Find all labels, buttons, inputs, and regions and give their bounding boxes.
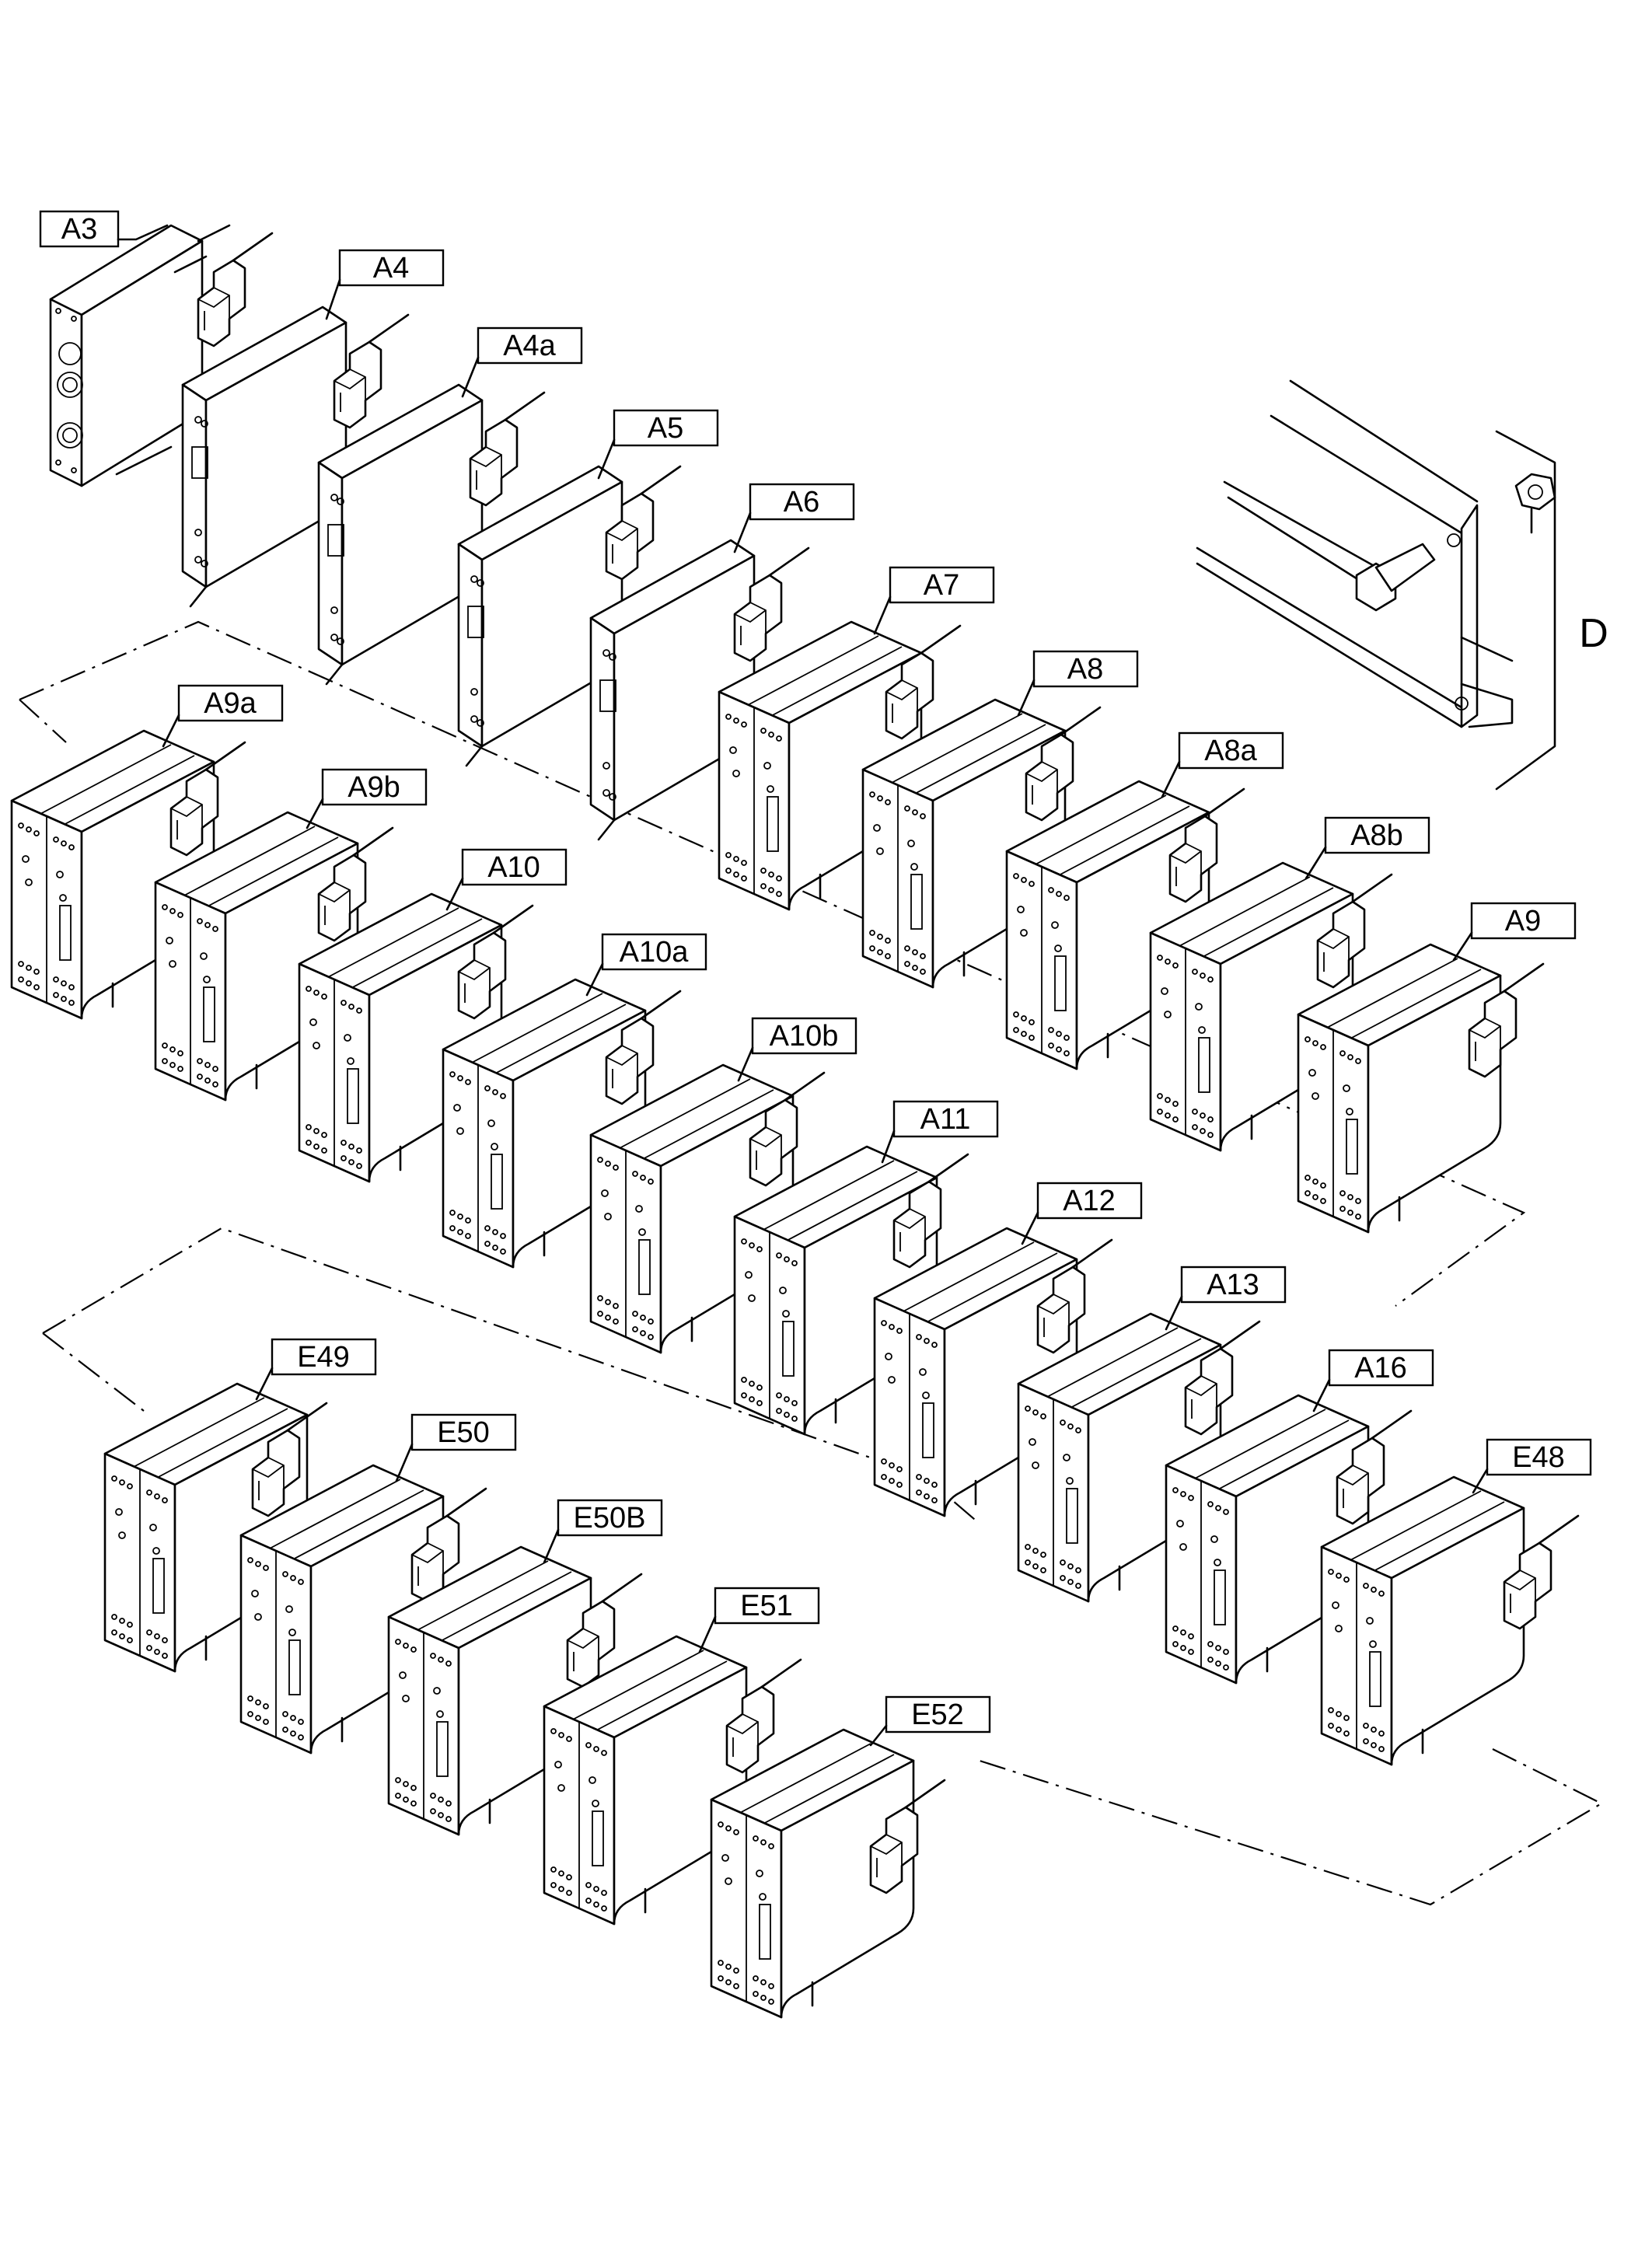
svg-text:E50: E50 bbox=[437, 1416, 490, 1449]
group-outline-a bbox=[19, 620, 1526, 1307]
svg-text:A10b: A10b bbox=[770, 1020, 839, 1053]
callout-e51: E51 bbox=[698, 1587, 820, 1653]
svg-text:A10: A10 bbox=[487, 851, 540, 884]
end-clamp-icon bbox=[197, 232, 274, 347]
svg-text:A3: A3 bbox=[61, 213, 97, 246]
svg-text:A10a: A10a bbox=[620, 936, 690, 969]
callout-a10: A10 bbox=[445, 848, 568, 911]
svg-text:A9b: A9b bbox=[348, 771, 400, 804]
callout-a9a: A9a bbox=[162, 684, 284, 748]
detail-bracket bbox=[1495, 430, 1556, 791]
hex-nut-icon bbox=[1514, 473, 1556, 534]
svg-text:A8a: A8a bbox=[1204, 735, 1257, 767]
callout-a4: A4 bbox=[325, 249, 445, 320]
rail-bracket-icon bbox=[1196, 379, 1514, 728]
callout-a10b: A10b bbox=[737, 1017, 857, 1082]
svg-text:E52: E52 bbox=[911, 1699, 964, 1731]
svg-text:A8: A8 bbox=[1067, 653, 1103, 686]
callout-e50: E50 bbox=[395, 1413, 517, 1482]
callout-a7: A7 bbox=[873, 566, 995, 635]
callout-a8: A8 bbox=[1017, 650, 1139, 717]
svg-text:A9a: A9a bbox=[204, 687, 257, 720]
svg-text:E51: E51 bbox=[740, 1590, 793, 1622]
svg-text:A12: A12 bbox=[1063, 1185, 1116, 1217]
callout-a3: A3 bbox=[39, 210, 169, 248]
svg-text:E48: E48 bbox=[1512, 1441, 1565, 1474]
callout-a5: A5 bbox=[597, 409, 719, 480]
callout-a11: A11 bbox=[881, 1100, 999, 1164]
svg-text:A13: A13 bbox=[1207, 1269, 1259, 1301]
relay-a3 bbox=[49, 224, 231, 487]
callout-e50b: E50B bbox=[543, 1499, 663, 1564]
callout-a9: A9 bbox=[1452, 902, 1577, 962]
callout-e49: E49 bbox=[255, 1338, 377, 1401]
callout-a4a: A4a bbox=[461, 326, 583, 398]
callout-a12: A12 bbox=[1021, 1182, 1143, 1245]
callout-a9b: A9b bbox=[306, 768, 428, 829]
callout-e52: E52 bbox=[869, 1695, 991, 1747]
svg-text:A4a: A4a bbox=[503, 330, 556, 362]
svg-text:A9: A9 bbox=[1505, 905, 1541, 937]
svg-text:A7: A7 bbox=[924, 569, 959, 602]
svg-text:E50B: E50B bbox=[574, 1502, 646, 1535]
detail-label: D bbox=[1579, 611, 1608, 656]
callout-a13: A13 bbox=[1165, 1266, 1287, 1331]
svg-text:A6: A6 bbox=[784, 486, 819, 518]
group-outline-e bbox=[42, 1227, 1604, 1906]
svg-text:A11: A11 bbox=[920, 1103, 971, 1136]
callout-a8a: A8a bbox=[1161, 731, 1284, 798]
callout-a10a: A10a bbox=[585, 933, 707, 997]
svg-text:A5: A5 bbox=[648, 412, 683, 445]
callout-a8b: A8b bbox=[1304, 816, 1430, 880]
callout-a16: A16 bbox=[1312, 1349, 1434, 1412]
svg-text:A16: A16 bbox=[1354, 1352, 1407, 1384]
svg-text:E49: E49 bbox=[297, 1341, 350, 1374]
hex-bolt-icon bbox=[1355, 543, 1436, 612]
svg-text:A8b: A8b bbox=[1350, 819, 1403, 852]
callout-a6: A6 bbox=[733, 483, 855, 553]
callout-e48: E48 bbox=[1472, 1438, 1592, 1494]
svg-text:A4: A4 bbox=[373, 252, 409, 285]
